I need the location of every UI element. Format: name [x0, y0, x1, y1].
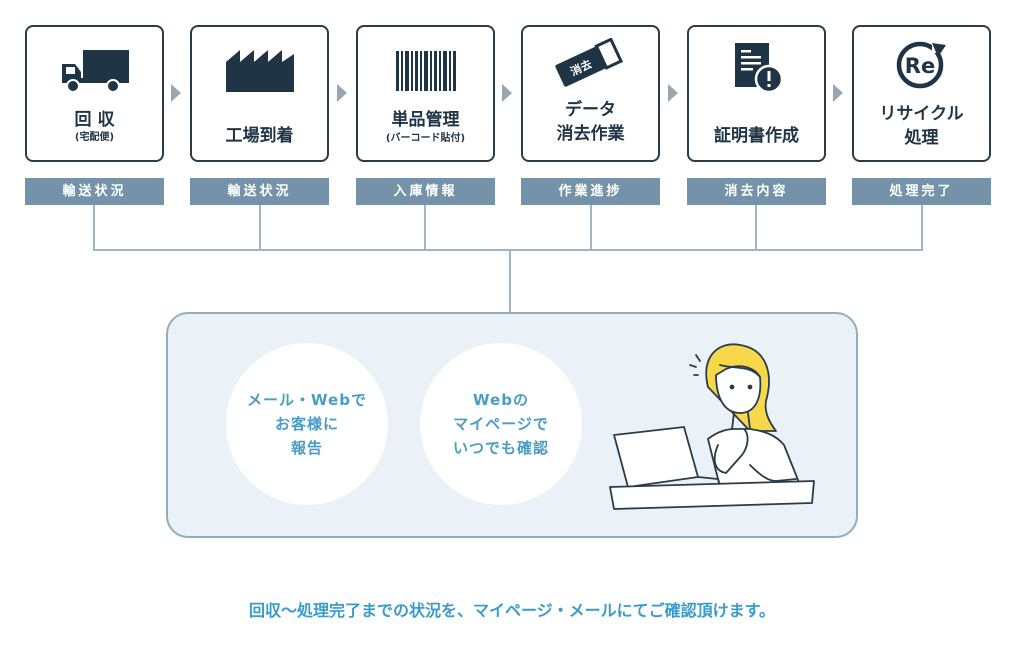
step-subtitle: (宅配便) — [74, 132, 115, 143]
arrow-right-icon — [337, 84, 347, 102]
bubble-line: Webの — [473, 391, 529, 409]
email-report-bubble: メール・Webで お客様に 報告 — [226, 343, 388, 505]
step-title-line2: 消去作業 — [556, 124, 625, 144]
factory-icon — [192, 41, 327, 101]
step-title-line1: リサイクル — [879, 104, 964, 124]
step-certificate: 証明書作成 — [687, 25, 826, 162]
barcode-icon — [358, 41, 493, 101]
step-data-erasure: 消去 データ 消去作業 — [521, 25, 660, 162]
step-title: 工場到着 — [225, 126, 294, 146]
step-item-management: 単品管理 (バーコード貼付) — [356, 25, 495, 162]
truck-icon — [27, 41, 162, 101]
step-recycling: Re リサイクル 処理 — [852, 25, 991, 162]
status-tag: 処理完了 — [852, 178, 991, 205]
step-collection: 回 収 (宅配便) — [25, 25, 164, 162]
step-title-line1: データ — [565, 100, 616, 120]
status-tag: 消去内容 — [687, 178, 826, 205]
footer-caption: 回収〜処理完了までの状況を、マイページ・メールにてご確認頂けます。 — [248, 601, 776, 620]
bubble-line: マイページで — [453, 415, 549, 433]
arrow-right-icon — [171, 84, 181, 102]
woman-at-laptop-icon — [609, 343, 815, 510]
step-factory-arrival: 工場到着 — [190, 25, 329, 162]
certificate-icon — [689, 39, 824, 99]
bubble-line: メール・Webで — [247, 391, 367, 409]
recycle-icon: Re — [854, 35, 989, 93]
arrow-right-icon — [502, 84, 512, 102]
status-tag: 入庫情報 — [356, 178, 495, 205]
bubble-line: 報告 — [290, 439, 323, 457]
step-subtitle: (バーコード貼付) — [385, 133, 466, 144]
status-tag: 輸送状況 — [25, 178, 164, 205]
eraser-icon: 消去 — [523, 35, 658, 91]
step-title-line2: 処理 — [904, 128, 939, 148]
bubble-line: お客様に — [274, 415, 339, 433]
bubble-line: いつでも確認 — [452, 439, 549, 457]
status-tag: 輸送状況 — [190, 178, 329, 205]
arrow-right-icon — [833, 84, 843, 102]
recycle-label: Re — [904, 54, 934, 78]
step-title: 回 収 — [74, 110, 115, 130]
arrow-right-icon — [668, 84, 678, 102]
step-title: 証明書作成 — [714, 126, 799, 146]
step-title: 単品管理 — [391, 110, 460, 130]
status-tag: 作業進捗 — [521, 178, 660, 205]
mypage-bubble: Webの マイページで いつでも確認 — [420, 343, 582, 505]
